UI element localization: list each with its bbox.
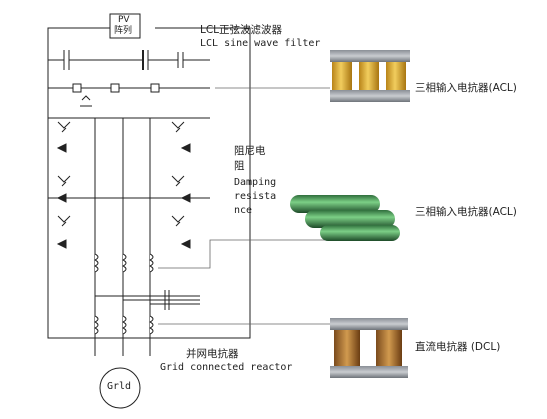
grid-reactor-cn: 并网电抗器	[186, 348, 239, 360]
pv-array-box	[109, 13, 141, 39]
product-label-acl-2: 三相输入电抗器(ACL)	[415, 206, 517, 218]
grid-reactor-en: Grid connected reactor	[160, 362, 293, 373]
damping-en-1: Damping	[234, 177, 277, 188]
inductors-top	[93, 253, 154, 273]
damping-resistor-image	[290, 195, 400, 241]
pv-box-label-1: PV	[118, 15, 130, 25]
product-label-acl-1: 三相输入电抗器(ACL)	[415, 82, 517, 94]
damping-cn-1: 阻尼电	[234, 145, 266, 157]
lcl-filter-cn: LCL正弦波滤波器	[200, 24, 283, 36]
switch-symbols	[57, 95, 185, 227]
pv-box-label-2: 阵列	[114, 26, 133, 36]
damping-en-3: nce	[234, 205, 253, 216]
inductors-bottom	[93, 315, 154, 335]
grid-source-circle	[99, 367, 141, 409]
reactor-acl-image	[330, 50, 410, 102]
reactor-dcl-image	[330, 318, 408, 378]
phase-lines	[94, 118, 151, 356]
capacitor-star	[95, 290, 200, 310]
dc-capacitor-row	[48, 50, 210, 70]
diodes	[56, 143, 191, 249]
damping-cn-2: 阻	[234, 160, 245, 172]
leader-lines	[158, 87, 330, 325]
product-label-dcl: 直流电抗器 (DCL)	[415, 341, 501, 353]
lcl-filter-en: LCL sine wave filter	[200, 38, 321, 49]
fuse-row	[72, 83, 160, 93]
damping-en-2: resista	[234, 191, 277, 202]
dc-bus-frame	[47, 27, 251, 339]
grid-label: Grld	[107, 381, 132, 392]
